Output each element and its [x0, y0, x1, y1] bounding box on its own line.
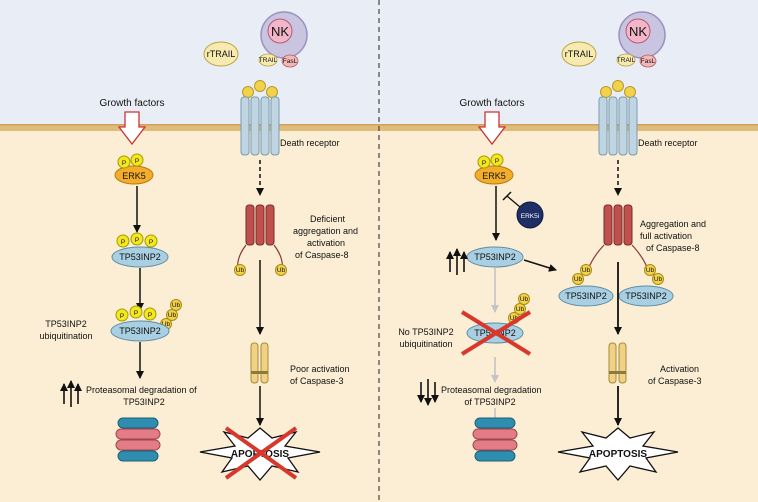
tp53inp2-ub-label: TP53INP2 [119, 326, 161, 336]
rtrail-left: rTRAIL [203, 41, 239, 67]
svg-text:P: P [120, 313, 124, 320]
svg-text:Ub: Ub [654, 276, 663, 283]
ubiquitination-label-1: TP53INP2 [45, 319, 87, 329]
degradation-label-2: of TP53INP2 [464, 397, 515, 407]
tp53inp2-label: TP53INP2 [625, 291, 667, 301]
tp53inp2-not-ubiquitinated: Ub Ub Ub TP53INP2 [460, 293, 532, 356]
svg-text:P: P [134, 310, 138, 317]
deficient-label-4: of Caspase-8 [295, 250, 349, 260]
svg-text:Ub: Ub [646, 267, 655, 274]
svg-text:Ub: Ub [277, 267, 286, 274]
fasl-label: FasL [641, 58, 656, 65]
growth-factors-label: Growth factors [459, 98, 524, 109]
fasl-label: FasL [283, 58, 298, 65]
growth-factor-arrow [477, 111, 507, 146]
svg-text:P: P [482, 160, 486, 167]
deficient-label-1: Deficient [310, 214, 346, 224]
degradation-label-1: Proteasomal degradation [441, 385, 542, 395]
svg-text:Ub: Ub [520, 296, 529, 303]
no-ubiquitination-label-2: ubiquitination [399, 339, 452, 349]
svg-text:Ub: Ub [168, 312, 177, 319]
svg-text:P: P [148, 312, 152, 319]
poor-activation-label-1: Poor activation [290, 364, 350, 374]
erk5i-inhibitor: ERK5i [502, 191, 544, 229]
caspase3-left [250, 342, 269, 384]
apoptosis-right: APOPTOSIS [557, 427, 679, 481]
degradation-label-1: Proteasomal degradation of [86, 385, 197, 395]
apoptosis-label-right: APOPTOSIS [589, 449, 647, 460]
nk-label: NK [629, 24, 647, 39]
aggregation-label-2: full activation [640, 231, 692, 241]
rtrail-label: rTRAIL [207, 49, 236, 59]
erk5-left: ERK5 P P [114, 153, 154, 185]
nk-label: NK [271, 24, 289, 39]
trail-label: TRAIL [259, 57, 278, 64]
caspase3-right [608, 342, 627, 384]
deficient-label-3: activation [307, 238, 345, 248]
svg-text:Ub: Ub [574, 276, 583, 283]
erk5i-label: ERK5i [521, 213, 539, 220]
apoptosis-blocked-left: APOPTOSIS [199, 426, 321, 481]
caspase8-left: Ub Ub [234, 204, 287, 276]
svg-text:Ub: Ub [236, 267, 245, 274]
death-receptor-label: Death receptor [638, 138, 698, 148]
svg-text:Ub: Ub [162, 321, 171, 328]
rtrail-right: rTRAIL [561, 41, 597, 67]
growth-factors-label: Growth factors [99, 98, 164, 109]
rtrail-label: rTRAIL [565, 49, 594, 59]
svg-text:P: P [149, 239, 153, 246]
increase-arrows-right [446, 248, 468, 275]
left-panel: NK TRAIL FasL rTRAIL Growth factors Deat… [39, 11, 358, 481]
svg-text:P: P [135, 158, 139, 165]
decrease-arrows-right [417, 379, 439, 406]
right-panel: NK TRAIL FasL rTRAIL Growth factors Deat… [398, 11, 706, 481]
caspase8-right: Ub Ub Ub Ub TP53INP2 TP53INP2 [558, 204, 674, 307]
proteasome-right [472, 417, 518, 462]
cross-mark [224, 426, 298, 480]
svg-text:Ub: Ub [582, 267, 591, 274]
trail-label: TRAIL [617, 57, 636, 64]
erk5-right: ERK5 P P [474, 153, 514, 185]
ubiquitination-label-2: ubiquitination [39, 331, 92, 341]
degradation-label-2: TP53INP2 [123, 397, 165, 407]
tp53inp2-right: TP53INP2 [466, 246, 524, 268]
tp53inp2-label: TP53INP2 [474, 252, 516, 262]
svg-text:P: P [495, 158, 499, 165]
nk-cell-right: NK TRAIL FasL [616, 11, 666, 68]
erk5-label: ERK5 [482, 171, 506, 181]
aggregation-label-1: Aggregation and [640, 219, 706, 229]
svg-text:Ub: Ub [510, 315, 519, 322]
tp53inp2-ubiquitinated-left: P P P Ub Ub Ub TP53INP2 [110, 299, 182, 342]
death-receptor-label: Death receptor [280, 138, 340, 148]
svg-text:Ub: Ub [172, 302, 181, 309]
svg-text:P: P [135, 237, 139, 244]
cross-mark [460, 310, 532, 356]
growth-factor-arrow [117, 111, 147, 146]
svg-text:P: P [122, 160, 126, 167]
tp53inp2-label: TP53INP2 [119, 252, 161, 262]
nk-cell-left: NK TRAIL FasL [258, 11, 308, 68]
activation-label-1: Activation [660, 364, 699, 374]
poor-activation-label-2: of Caspase-3 [290, 376, 344, 386]
increase-arrows-left [60, 380, 82, 407]
svg-text:P: P [121, 239, 125, 246]
tp53inp2-left: P P P TP53INP2 [111, 232, 169, 268]
proteasome-left [115, 417, 161, 462]
death-receptor-right [598, 80, 638, 156]
erk5-label: ERK5 [122, 171, 146, 181]
deficient-label-2: aggregation and [293, 226, 358, 236]
aggregation-label-3: of Caspase-8 [646, 243, 700, 253]
activation-label-2: of Caspase-3 [648, 376, 702, 386]
death-receptor-left [240, 80, 280, 156]
no-ubiquitination-label-1: No TP53INP2 [398, 327, 453, 337]
svg-text:Ub: Ub [516, 306, 525, 313]
tp53inp2-label: TP53INP2 [565, 291, 607, 301]
